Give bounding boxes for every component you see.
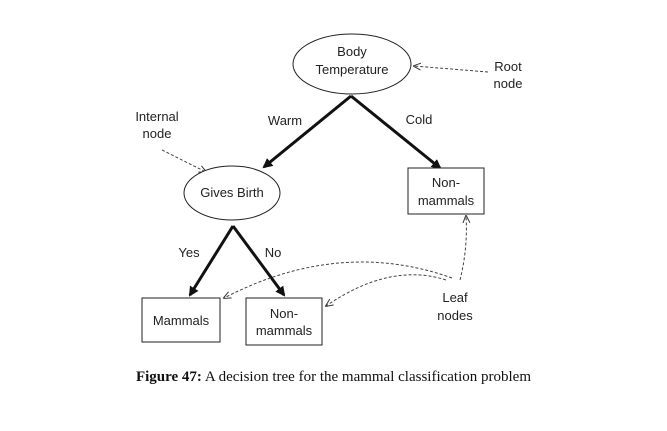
leaf-nonmammals-right-box xyxy=(407,167,485,215)
internal-node-ellipse xyxy=(183,165,281,221)
internal-node-pointer xyxy=(161,149,206,172)
leaf-pointer-to-mammals xyxy=(224,261,453,298)
annotation-root-node-line1: Root xyxy=(494,59,522,74)
annotation-internal-node-line1: Internal xyxy=(135,109,178,124)
root-node-label-line1: Body xyxy=(337,44,367,59)
leaf-pointer-to-nonmammals-mid xyxy=(326,274,447,306)
leaf-mammals-box xyxy=(141,297,221,343)
leaf-nonmammals-mid-line1: Non- xyxy=(270,306,298,321)
figure-caption-text: A decision tree for the mammal classific… xyxy=(201,369,532,385)
edge-label-yes: Yes xyxy=(178,245,200,260)
leaf-nonmammals-right-line2: mammals xyxy=(418,193,475,208)
root-node-label-line2: Temperature xyxy=(316,62,389,77)
figure-caption: Figure 47: A decision tree for the mamma… xyxy=(0,369,667,386)
edge-label-no: No xyxy=(265,245,282,260)
annotation-internal-node-line2: node xyxy=(143,126,172,141)
edge-no xyxy=(231,225,286,297)
edge-cold xyxy=(350,94,442,170)
edge-yes xyxy=(188,225,235,297)
leaf-nonmammals-mid-line2: mammals xyxy=(256,323,313,338)
leaf-mammals-label: Mammals xyxy=(153,313,210,328)
leaf-pointer-to-nonmammals-right xyxy=(459,216,466,281)
leaf-nonmammals-right-line1: Non- xyxy=(432,175,460,190)
figure-caption-label: Figure 47: xyxy=(135,369,202,385)
edge-label-cold: Cold xyxy=(406,112,433,127)
leaf-nonmammals-mid-box xyxy=(245,297,323,346)
annotation-leaf-nodes-line1: Leaf xyxy=(442,290,468,305)
annotation-root-node-line2: node xyxy=(494,76,523,91)
root-node-pointer xyxy=(414,66,489,73)
annotation-leaf-nodes-line2: nodes xyxy=(437,308,473,323)
root-node-ellipse xyxy=(292,33,412,95)
edge-warm xyxy=(262,94,352,169)
internal-node-label: Gives Birth xyxy=(200,185,264,200)
edge-label-warm: Warm xyxy=(268,113,302,128)
